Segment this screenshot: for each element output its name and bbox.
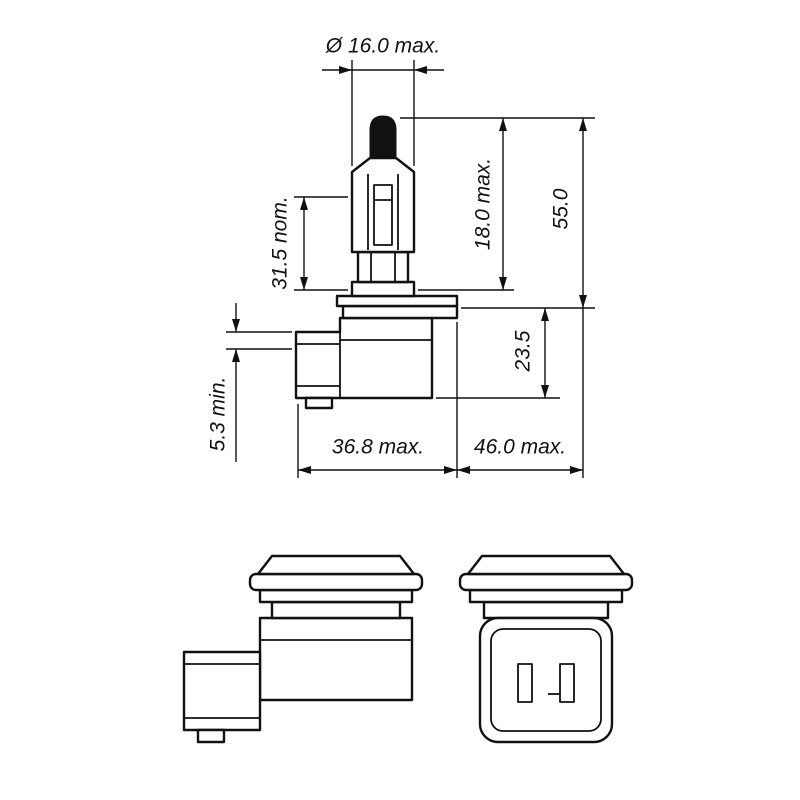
dim-31-5-label: 31.5 nom. bbox=[269, 196, 292, 289]
dimension-18: 18.0 max. bbox=[400, 117, 595, 291]
side-flange-oring bbox=[248, 572, 424, 592]
front-flange-dome bbox=[466, 554, 626, 576]
base-ring bbox=[350, 280, 416, 298]
dim-23-5-label: 23.5 bbox=[512, 330, 535, 372]
bulb-neck bbox=[356, 250, 410, 284]
bulb-side-view bbox=[294, 115, 459, 410]
dim-diameter-label: Ø 16.0 max. bbox=[325, 35, 440, 58]
side-body bbox=[258, 616, 414, 702]
connector-key-tab bbox=[304, 396, 334, 410]
flange-lower-plate bbox=[341, 304, 459, 320]
dim-5-3-label: 5.3 min. bbox=[207, 377, 230, 452]
base-side-view bbox=[182, 554, 424, 744]
front-plug-shroud bbox=[478, 616, 614, 744]
dimension-31-5: 31.5 nom. bbox=[269, 196, 348, 291]
base-front-view bbox=[458, 554, 634, 744]
side-plug-shroud bbox=[182, 650, 262, 732]
front-shoulder bbox=[482, 600, 610, 620]
dimension-23-5: 23.5 bbox=[436, 308, 560, 399]
front-pin-right bbox=[559, 663, 575, 703]
dimension-5-3: 5.3 min. bbox=[207, 303, 292, 462]
dim-36-8-label: 36.8 max. bbox=[332, 436, 424, 459]
bulb-black-tip bbox=[369, 115, 397, 159]
flange-upper-plate bbox=[335, 294, 459, 308]
dim-46-label: 46.0 max. bbox=[474, 436, 566, 459]
dimension-36-8-and-46: 36.8 max. 46.0 max. bbox=[297, 322, 583, 478]
dimension-diameter: Ø 16.0 max. bbox=[322, 35, 444, 166]
dim-55-label: 55.0 bbox=[550, 188, 573, 229]
side-flange-lower bbox=[258, 588, 414, 604]
filament-shield bbox=[373, 184, 393, 246]
front-flange-oring bbox=[458, 572, 634, 592]
glass-envelope bbox=[350, 156, 416, 254]
front-plug-inner-wall bbox=[490, 628, 602, 732]
front-flange-lower bbox=[468, 588, 624, 604]
dim-18-label: 18.0 max. bbox=[472, 158, 495, 250]
front-pin-left bbox=[517, 663, 533, 703]
side-key-tab bbox=[196, 728, 226, 744]
dimension-55: 55.0 bbox=[461, 118, 595, 478]
side-shoulder bbox=[270, 600, 402, 620]
side-flange-dome bbox=[256, 554, 416, 576]
